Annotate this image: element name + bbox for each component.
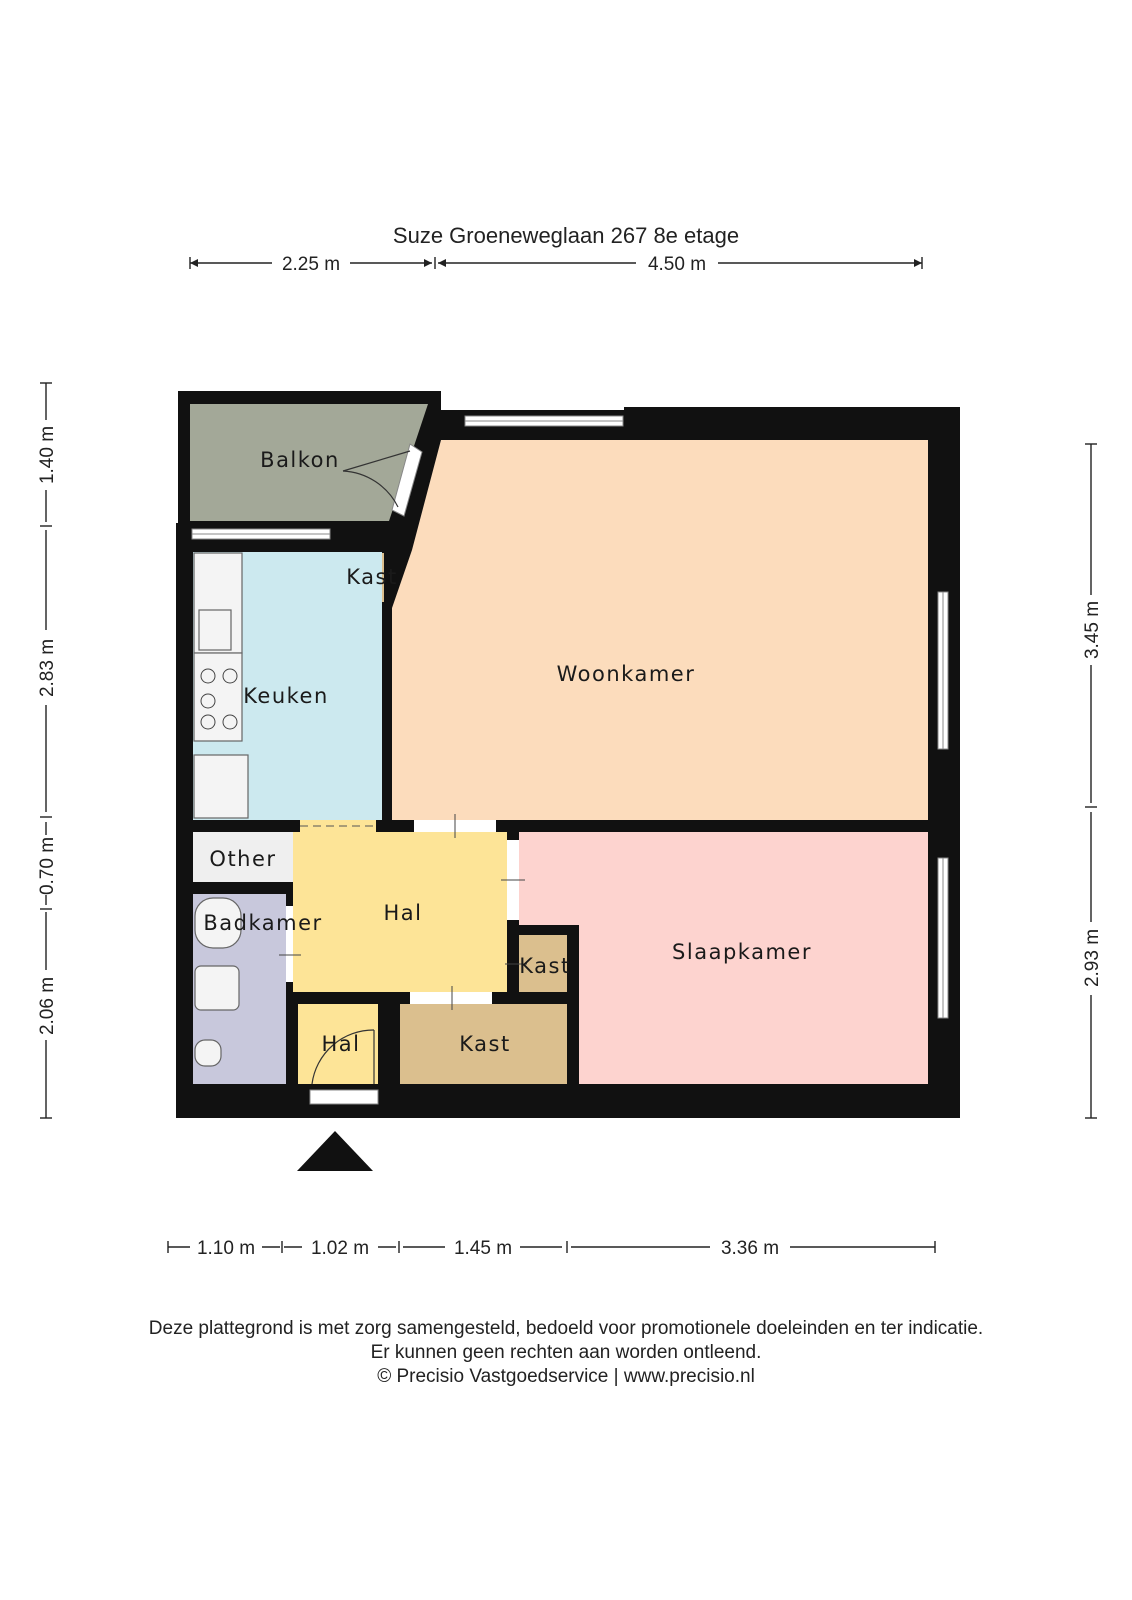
dim-bottom-4: 3.36 m: [721, 1238, 779, 1259]
room-woonkamer: [392, 440, 928, 820]
plan-title: Suze Groeneweglaan 267 8e etage: [393, 223, 739, 248]
dim-top-1: 2.25 m: [282, 254, 340, 275]
windows: [191, 415, 949, 1105]
room-hal-entry: [298, 1004, 378, 1084]
entrance-arrow-icon: [297, 1131, 373, 1171]
left-dimensions: 1.40 m 2.83 m 0.70 m 2.06 m: [37, 382, 58, 1119]
room-slaapkamer: [519, 832, 928, 1084]
toilet-icon: [194, 1039, 222, 1067]
label-badkamer: Badkamer: [203, 911, 322, 935]
room-other: [193, 832, 293, 882]
room-kast-bottom: [400, 1004, 569, 1084]
doors: [279, 450, 527, 1085]
bathtub-icon: [194, 897, 242, 949]
footer-line-3: © Precisio Vastgoedservice | www.precisi…: [377, 1366, 755, 1387]
footer: Deze plattegrond is met zorg samengestel…: [149, 1318, 983, 1387]
fridge-icon: [193, 754, 249, 819]
label-keuken: Keuken: [243, 684, 329, 708]
label-hal-main: Hal: [384, 901, 423, 925]
dim-bottom-3: 1.45 m: [454, 1238, 512, 1259]
label-other: Other: [209, 847, 276, 871]
top-dimensions: 2.25 m 4.50 m: [189, 254, 923, 275]
dim-top-2: 4.50 m: [648, 254, 706, 275]
dim-left-1: 1.40 m: [37, 426, 58, 484]
dim-left-2: 2.83 m: [37, 639, 58, 697]
label-hal-entry: Hal: [322, 1032, 361, 1056]
label-woonkamer: Woonkamer: [557, 662, 696, 686]
label-kast-small: Kast: [519, 954, 570, 978]
footer-line-2: Er kunnen geen rechten aan worden ontlee…: [371, 1342, 762, 1363]
dim-bottom-2: 1.02 m: [311, 1238, 369, 1259]
label-slaapkamer: Slaapkamer: [672, 940, 812, 964]
dim-bottom-1: 1.10 m: [197, 1238, 255, 1259]
dim-right-1: 3.45 m: [1082, 601, 1103, 659]
room-hal-main: [293, 832, 507, 992]
dim-right-2: 2.93 m: [1082, 929, 1103, 987]
sink-icon: [198, 609, 232, 651]
kitchen-fixtures: [193, 552, 249, 819]
dim-left-4: 2.06 m: [37, 977, 58, 1035]
right-dimensions: 3.45 m 2.93 m: [1082, 443, 1103, 1119]
footer-line-1: Deze plattegrond is met zorg samengestel…: [149, 1318, 983, 1339]
dim-left-3: 0.70 m: [37, 837, 58, 895]
label-kast-bottom: Kast: [459, 1032, 510, 1056]
bathroom-fixtures: [194, 897, 242, 1067]
label-kast-top: Kast: [346, 565, 397, 589]
label-balkon: Balkon: [260, 448, 340, 472]
washbasin-icon: [194, 965, 240, 1011]
stove-icon: [193, 652, 243, 742]
room-balkon: [190, 404, 428, 521]
room-labels: Balkon Kast Keuken Woonkamer Other Badka…: [203, 448, 812, 1056]
bottom-dimensions: 1.10 m 1.02 m 1.45 m 3.36 m: [167, 1238, 936, 1259]
